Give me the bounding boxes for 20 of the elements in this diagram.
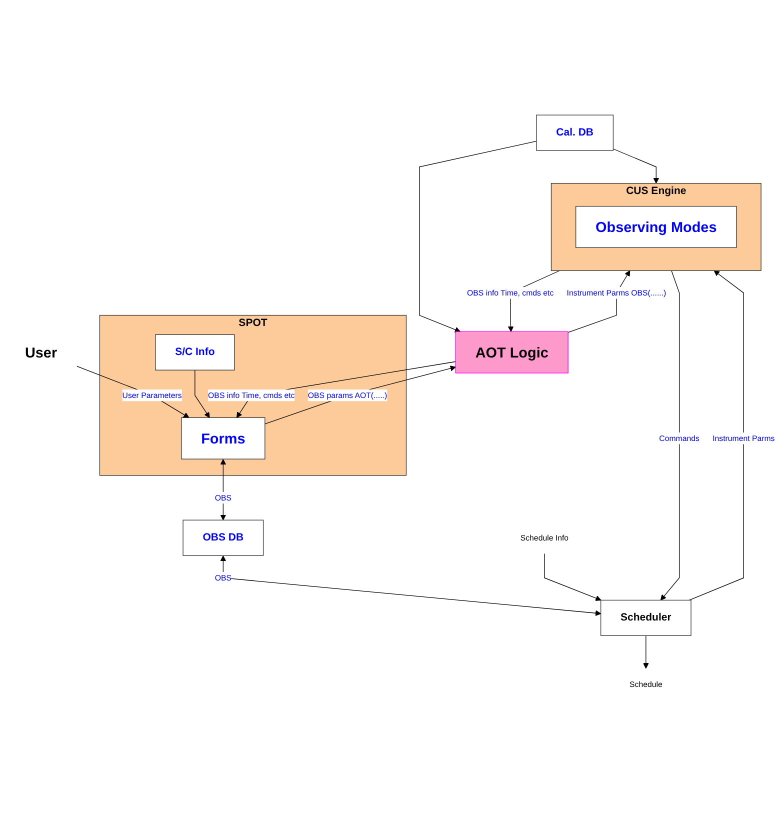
arrow [544, 553, 602, 601]
node-text: User [24, 344, 58, 361]
arrow [643, 635, 649, 669]
arrow [264, 366, 456, 424]
node-box: S/C Info [155, 334, 235, 370]
node-box: AOT Logic [455, 331, 568, 374]
arrow [220, 459, 226, 520]
arrow [194, 370, 210, 418]
arrow [76, 366, 190, 418]
arrow [612, 148, 660, 184]
node-box: Scheduler [600, 600, 692, 636]
arrow [419, 140, 537, 332]
node-box: OBS DB [182, 520, 264, 556]
arrow [220, 556, 602, 616]
node-box: Forms [181, 417, 266, 460]
arrow [688, 270, 744, 600]
node-box: Cal. DB [536, 114, 614, 151]
arrow [660, 270, 680, 600]
arrow [236, 361, 456, 418]
node-box: Observing Modes [576, 206, 737, 248]
